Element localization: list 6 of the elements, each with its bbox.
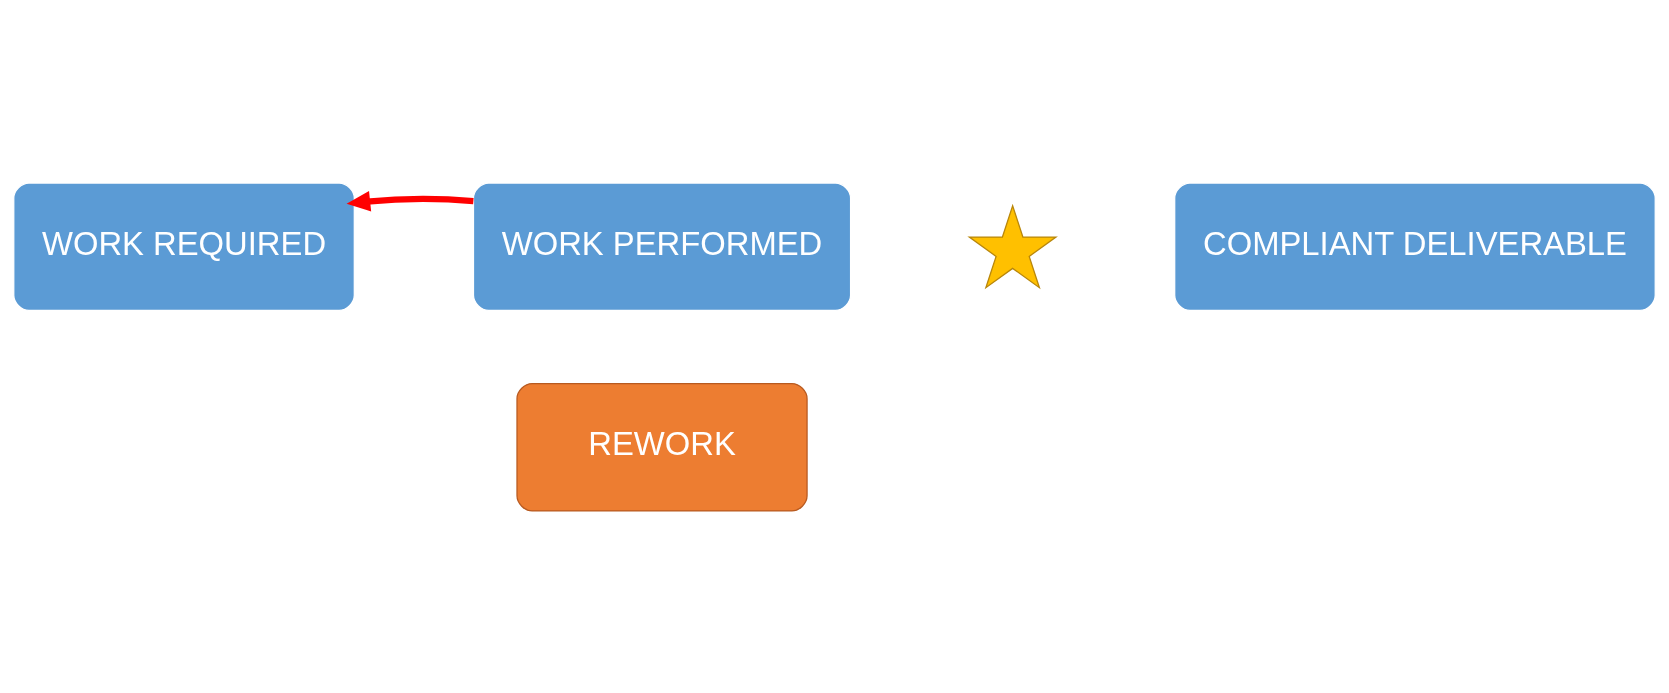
- node-box: WORK REQUIRED: [13, 181, 355, 311]
- node-box: REWORK: [516, 382, 808, 512]
- node-star: [967, 203, 1058, 289]
- arrow: [346, 190, 474, 212]
- node-box: COMPLIANT DELIVERABLE: [1174, 181, 1656, 311]
- node-box: WORK PERFORMED: [472, 181, 852, 311]
